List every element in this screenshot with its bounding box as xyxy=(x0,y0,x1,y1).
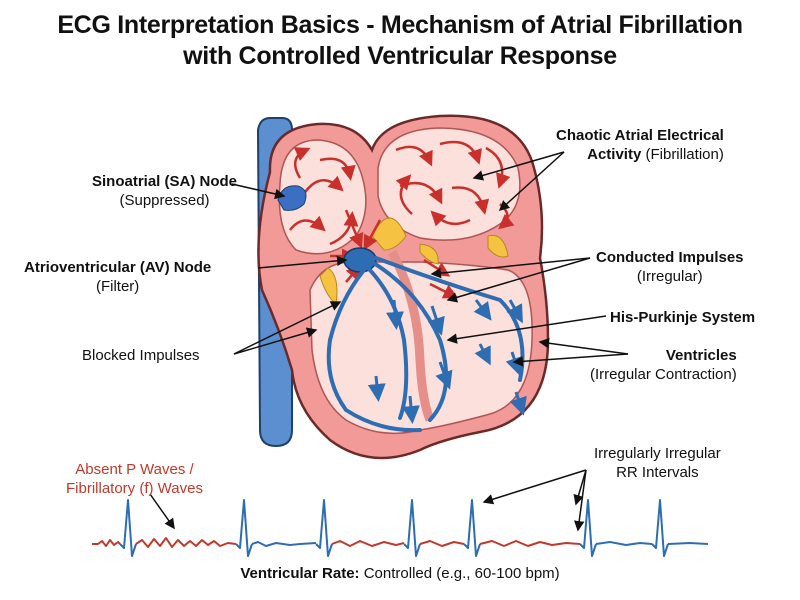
his-purkinje-label: His-Purkinje System xyxy=(610,308,755,327)
av-node xyxy=(343,247,377,273)
absent-p-waves-label: Absent P Waves / Fibrillatory (f) Waves xyxy=(66,460,203,498)
blocked-impulses-name: Blocked Impulses xyxy=(82,347,200,364)
blocked-impulses-label: Blocked Impulses xyxy=(82,346,200,365)
fibrillation-impulses xyxy=(289,140,515,283)
ventricles-name: Ventricles xyxy=(665,347,737,364)
rate-label: Ventricular Rate: xyxy=(240,565,360,582)
title-line-1: ECG Interpretation Basics - Mechanism of… xyxy=(57,11,743,39)
ecg-baseline-6 xyxy=(479,540,581,547)
ecg-strip xyxy=(92,499,709,557)
ecg-baseline-8 xyxy=(667,542,709,545)
ecg-baseline-fib-1 xyxy=(92,539,121,547)
ecg-qrs-7 xyxy=(651,499,669,557)
rate-value: Controlled (e.g., 60-100 bpm) xyxy=(363,565,560,582)
av-node-name: Atrioventricular (AV) Node xyxy=(24,259,212,276)
rr-line-1: Irregularly Irregular xyxy=(594,445,721,462)
rr-intervals-label: Irregularly Irregular RR Intervals xyxy=(594,444,721,482)
page-title: ECG Interpretation Basics - Mechanism of… xyxy=(0,10,800,72)
ecg-qrs-4 xyxy=(403,499,421,557)
chaotic-activity-label: Chaotic Atrial Electrical Activity (Fibr… xyxy=(556,126,724,164)
av-node-sub: (Filter) xyxy=(95,278,140,295)
label-pointers xyxy=(149,151,629,532)
ventricle-impulses xyxy=(367,299,527,424)
his-purkinje-name: His-Purkinje System xyxy=(610,309,756,326)
ecg-baseline-fib-2 xyxy=(135,537,237,548)
his-purkinje-paths xyxy=(326,256,525,433)
ecg-qrs-5 xyxy=(463,499,481,557)
chaotic-line-1: Chaotic Atrial Electrical xyxy=(556,127,724,144)
sa-node-sub: (Suppressed) xyxy=(119,192,210,209)
ecg-baseline-7 xyxy=(595,541,653,546)
ecg-baseline-5 xyxy=(419,540,465,547)
ecg-qrs-2 xyxy=(235,499,253,557)
av-node-label: Atrioventricular (AV) Node (Filter) xyxy=(24,258,211,296)
ventricles-sub: (Irregular Contraction) xyxy=(590,366,737,383)
ventricles-label: Ventricles (Irregular Contraction) xyxy=(590,346,737,384)
rr-line-2: RR Intervals xyxy=(616,464,699,481)
absent-p-line-1: Absent P Waves / xyxy=(75,461,194,478)
chaotic-sub: (Fibrillation) xyxy=(645,146,724,163)
sa-node-name: Sinoatrial (SA) Node xyxy=(92,173,238,190)
absent-p-line-2: Fibrillatory (f) Waves xyxy=(66,480,203,497)
chaotic-line-2: Activity xyxy=(587,146,642,163)
sa-node-label: Sinoatrial (SA) Node (Suppressed) xyxy=(92,172,237,210)
title-line-2: with Controlled Ventricular Response xyxy=(183,42,617,70)
ventricular-rate: Ventricular Rate: Controlled (e.g., 60-1… xyxy=(0,565,800,582)
ecg-baseline-4 xyxy=(331,540,405,547)
conducted-name: Conducted Impulses xyxy=(596,249,744,266)
valve-regions xyxy=(319,217,509,305)
ecg-qrs-3 xyxy=(315,499,333,557)
ecg-qrs-6 xyxy=(579,499,597,557)
conducted-impulses-label: Conducted Impulses (Irregular) xyxy=(596,248,744,286)
ecg-qrs-1 xyxy=(119,499,137,557)
conducted-sub: (Irregular) xyxy=(636,268,703,285)
ecg-baseline-3 xyxy=(251,541,317,547)
